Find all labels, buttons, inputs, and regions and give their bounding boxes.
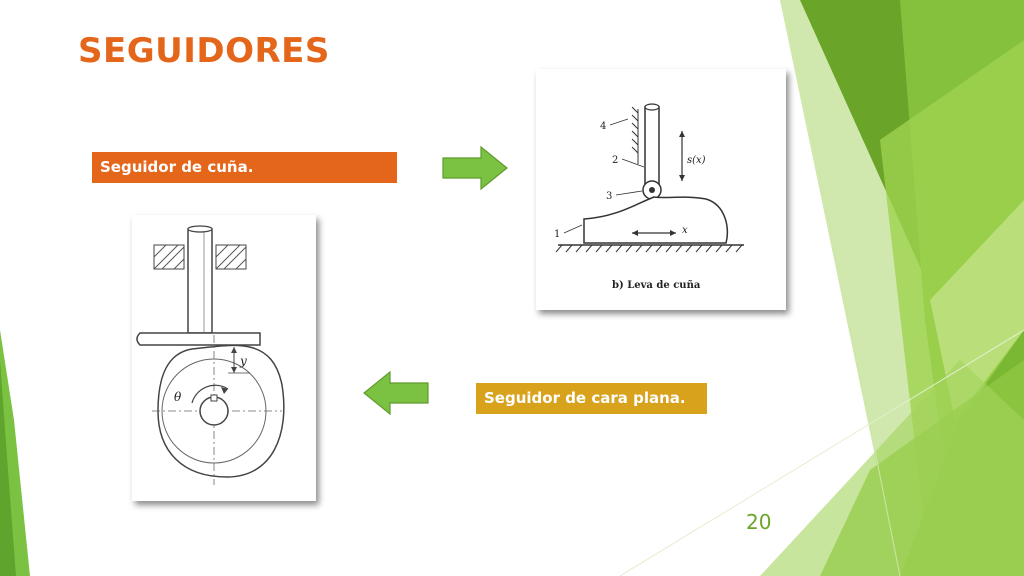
part-label-2: 2 — [612, 155, 618, 166]
angle-label: θ — [174, 390, 182, 404]
flat-follower-label: Seguidor de cara plana. — [476, 383, 707, 414]
motion-label: x — [682, 225, 688, 236]
part-label-4: 4 — [600, 121, 606, 132]
figure-caption: b) Leva de cuña — [612, 280, 701, 291]
flat-face-cam-figure: θ y — [132, 215, 316, 501]
displacement-label: s(x) — [687, 155, 706, 166]
right-arrow-icon — [442, 145, 508, 191]
wedge-follower-label: Seguidor de cuña. — [92, 152, 397, 183]
wedge-cam-figure: x s(x) 4 2 3 1 b) Leva de cuña — [536, 69, 786, 310]
part-label-3: 3 — [606, 191, 612, 202]
part-label-1: 1 — [554, 229, 560, 240]
page-number: 20 — [746, 510, 772, 534]
left-arrow-icon — [363, 370, 429, 416]
lift-label: y — [239, 354, 247, 368]
slide-title: SEGUIDORES — [78, 31, 330, 71]
